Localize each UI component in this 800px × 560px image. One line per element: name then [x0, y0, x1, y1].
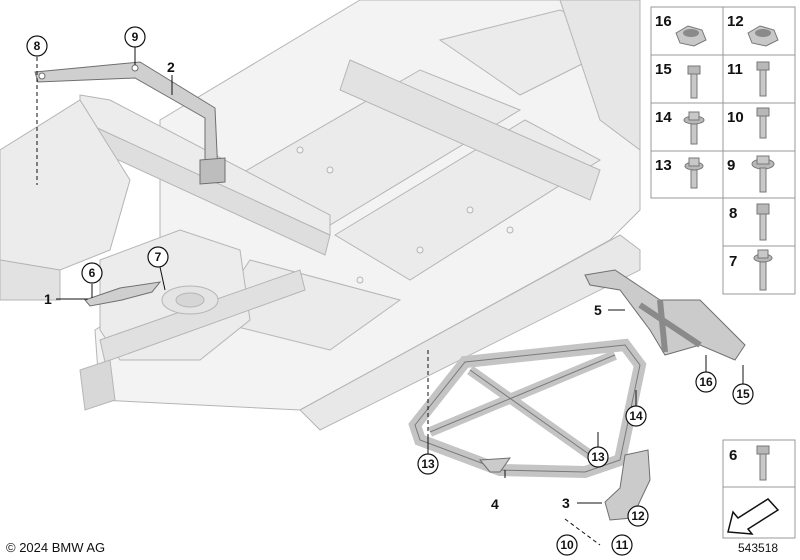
callout-6-label: 6 [89, 266, 96, 280]
callout-9-label: 9 [132, 30, 139, 44]
callout-11: 11 [611, 534, 633, 556]
part-number-5: 5 [594, 302, 602, 318]
callout-16: 16 [695, 371, 717, 393]
table-label-14: 14 [655, 109, 672, 126]
nut-16-icon [675, 25, 707, 47]
part-number-3: 3 [562, 495, 570, 511]
part-3-bracket [604, 449, 651, 521]
circled-callouts: 8 9 6 7 13 13 14 16 [26, 26, 754, 556]
callout-8: 8 [26, 35, 48, 57]
callout-7: 7 [147, 246, 169, 268]
bolt-9-icon [751, 155, 775, 193]
callout-15-label: 15 [736, 387, 750, 401]
table-label-11: 11 [727, 61, 743, 78]
callout-12: 12 [627, 505, 649, 527]
callout-7-label: 7 [155, 250, 162, 264]
part-number-2: 2 [167, 59, 175, 75]
callout-13-right: 13 [587, 446, 609, 468]
parts-table: 16 12 15 11 14 10 13 9 8 7 [650, 6, 796, 295]
table-label-6: 6 [729, 447, 737, 464]
callout-10: 10 [556, 534, 578, 556]
part-number-4: 4 [491, 496, 499, 512]
table-label-8: 8 [729, 205, 737, 222]
arrow-icon [727, 498, 780, 535]
bolt-8-icon [756, 203, 770, 241]
callout-16-label: 16 [699, 375, 713, 389]
callout-11-label: 11 [616, 538, 629, 552]
bolt-13-icon [684, 157, 704, 189]
callout-14-label: 14 [629, 409, 643, 423]
small-parts-table: 6 [722, 439, 796, 539]
table-label-13: 13 [655, 157, 672, 174]
callout-13-left: 13 [417, 453, 439, 475]
bolt-14-icon [683, 111, 705, 145]
callout-12-label: 12 [631, 509, 645, 523]
callout-10-label: 10 [560, 538, 574, 552]
copyright-notice: © 2024 BMW AG [6, 540, 106, 555]
table-label-16: 16 [655, 13, 672, 30]
body-shell [0, 0, 641, 431]
plain-callouts: 1 2 3 4 5 [44, 59, 602, 512]
callout-14: 14 [625, 405, 647, 427]
bolt-7-icon [753, 249, 773, 291]
callout-6: 6 [81, 262, 103, 284]
bolt-10-icon [756, 107, 770, 139]
nut-12-icon [747, 25, 779, 47]
part-5-rear-frame [584, 269, 746, 361]
callout-13-left-label: 13 [421, 457, 435, 471]
bolt-6-icon [756, 445, 770, 481]
callout-13-right-label: 13 [591, 450, 605, 464]
callout-9: 9 [124, 26, 146, 48]
table-label-15: 15 [655, 61, 672, 78]
part-number-1: 1 [44, 291, 52, 307]
part-4-cross-brace [408, 338, 647, 479]
part-1-bracket [84, 281, 162, 307]
table-label-9: 9 [727, 157, 735, 174]
table-label-12: 12 [727, 13, 744, 30]
callout-8-label: 8 [34, 39, 41, 53]
table-label-7: 7 [729, 253, 737, 270]
diagram-number: 543518 [738, 541, 779, 555]
callout-15: 15 [732, 383, 754, 405]
table-label-10: 10 [727, 109, 744, 126]
bolt-15-icon [687, 65, 701, 99]
bolt-11-icon [756, 61, 770, 97]
leader-lines [36, 47, 744, 546]
